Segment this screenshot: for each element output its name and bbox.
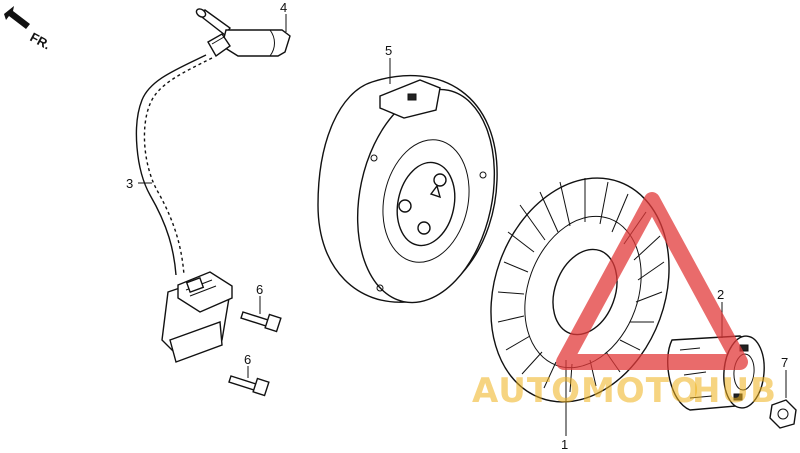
- flange-nut: [769, 399, 797, 429]
- callout-6-lower: 6: [244, 352, 251, 367]
- ignition-coil: [161, 271, 233, 363]
- direction-label: FR.: [28, 29, 54, 52]
- warning-triangle-icon: [556, 192, 748, 370]
- callout-1: 1: [561, 437, 568, 452]
- leader-lines: [138, 14, 787, 436]
- callout-7: 7: [781, 355, 788, 370]
- spark-plug-cap: [195, 8, 291, 58]
- ignition-wire: [135, 54, 213, 276]
- watermark-text-left: AUTOMOTO: [472, 371, 700, 411]
- arrow-icon: [4, 6, 30, 29]
- front-direction-indicator: FR.: [4, 6, 53, 52]
- callouts: 4 5 3 6 6 2 7 1: [126, 0, 788, 452]
- callout-2: 2: [717, 287, 724, 302]
- callout-6-upper: 6: [256, 282, 263, 297]
- fan-blades: [497, 178, 665, 393]
- watermark-text-right: HUB: [692, 371, 777, 411]
- callout-3: 3: [126, 176, 133, 191]
- bolt-lower: [228, 375, 270, 397]
- flywheel: [317, 74, 498, 304]
- watermark-logo: AUTOMOTO HUB: [472, 192, 777, 411]
- bolt-upper: [240, 311, 282, 333]
- callout-5: 5: [385, 43, 392, 58]
- callout-4: 4: [280, 0, 287, 15]
